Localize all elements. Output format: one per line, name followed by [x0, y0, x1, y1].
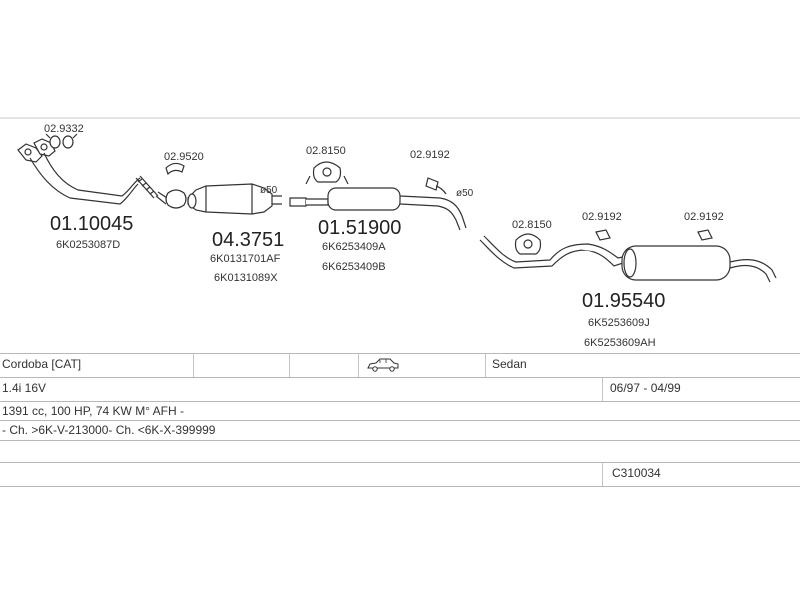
rear-hanger-code: 02.8150 — [512, 219, 552, 231]
front-pipe-clamp[interactable] — [45, 133, 78, 149]
gasket[interactable] — [165, 162, 187, 209]
front-pipe-code: 01.10045 — [50, 213, 133, 235]
rear-clamp-a[interactable] — [595, 229, 611, 241]
vehicle-years: 06/97 - 04/99 — [610, 381, 681, 395]
centre-oem-2: 6K6253409B — [322, 261, 386, 273]
centre-hanger[interactable] — [305, 161, 349, 185]
centre-code: 01.51900 — [318, 217, 401, 239]
sedan-car-icon — [366, 357, 400, 373]
vehicle-engine: 1.4i 16V — [2, 381, 47, 395]
front-pipe-oem-1: 6K0253087D — [56, 239, 120, 251]
vehicle-specs: 1391 cc, 100 HP, 74 KW M° AFH - — [2, 404, 184, 418]
centre-oem-1: 6K6253409A — [322, 241, 386, 253]
centre-silencer[interactable] — [289, 187, 467, 231]
centre-diameter: ø50 — [456, 188, 474, 199]
cat-diameter: ø50 — [260, 185, 278, 196]
rear-oem-1: 6K5253609J — [588, 317, 650, 329]
rear-clamp-a-code: 02.9192 — [582, 211, 622, 223]
vehicle-chassis: - Ch. >6K-V-213000- Ch. <6K-X-399999 — [2, 423, 216, 437]
centre-clamp-code: 02.9192 — [410, 149, 450, 161]
centre-clamp[interactable] — [425, 177, 447, 195]
cat-code: 04.3751 — [212, 229, 284, 251]
vehicle-model: Cordoba [CAT] — [2, 357, 82, 371]
rear-clamp-b-code: 02.9192 — [684, 211, 724, 223]
front-pipe-clamp-code: 02.9332 — [44, 123, 84, 135]
catalytic-converter[interactable] — [187, 183, 282, 215]
gasket-code: 02.9520 — [164, 151, 204, 163]
vehicle-body: Sedan — [492, 357, 527, 371]
rear-code: 01.95540 — [582, 290, 665, 312]
rear-oem-2: 6K5253609AH — [584, 337, 656, 349]
kit-number: C310034 — [612, 466, 661, 480]
rear-hanger[interactable] — [514, 233, 542, 255]
cat-oem-2: 6K0131089X — [214, 272, 278, 284]
cat-oem-1: 6K0131701AF — [210, 253, 281, 265]
rear-clamp-b[interactable] — [697, 229, 713, 241]
centre-hanger-code: 02.8150 — [306, 145, 346, 157]
